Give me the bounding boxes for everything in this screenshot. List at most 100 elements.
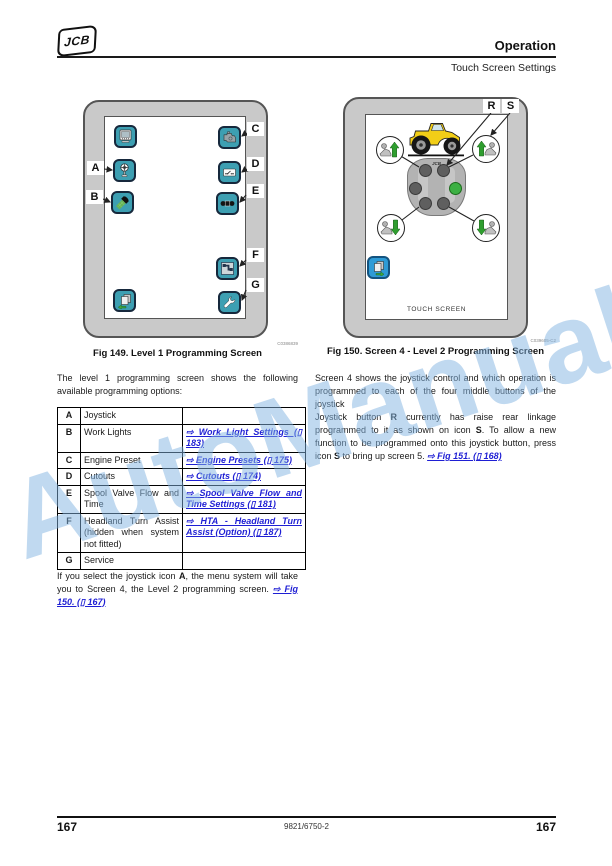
exit-pages-button[interactable] [113,289,136,312]
table-row: D Cutouts ⇨ Cutouts (▯ 174) [57,468,306,486]
pages-exit-icon [117,294,131,309]
linkage-lower-icon [476,219,497,236]
outro-paragraph: If you select the joystick icon A, the m… [57,570,298,609]
callout-label-e: E [247,184,264,198]
hta-icon [221,262,234,275]
outro-text: If you select the joystick icon [57,570,179,581]
option-key: C [57,451,81,469]
display-icon [119,129,132,143]
footer-divider [57,816,556,818]
function-raise-left [376,136,404,164]
engine-preset-button[interactable] [218,126,241,149]
publication-number: 9821/6750-2 [284,822,329,831]
options-table: A Joystick B Work Lights ⇨ Work Light Se… [57,407,306,570]
right-column: Screen 4 shows the joystick control and … [315,372,556,463]
option-link-cell: ⇨ HTA - Headland Turn Assist (Option) (▯… [182,512,306,553]
left-column: The level 1 programming screen shows the… [57,372,306,609]
icon-letter-a: A [178,570,186,581]
cross-reference-link[interactable]: ⇨ Fig 151. (▯ 168) [427,451,502,461]
joystick-button-bottom-right [436,196,450,210]
option-name: Cutouts [80,468,183,486]
option-key: D [57,468,81,486]
callout-leader-lines [102,130,249,302]
option-key: B [57,423,81,453]
jcb-logo: JCB [56,24,98,58]
spool-valve-icon [220,200,235,207]
cutouts-button[interactable] [218,161,241,184]
callout-label-a: A [87,161,104,175]
display-settings-button[interactable] [114,125,137,148]
joystick-grip-contour [418,167,428,203]
cross-reference-link[interactable]: ⇨ Work Light Settings (▯ 183) [186,426,302,449]
callout-label-c: C [247,122,264,136]
callout-leader-lines [398,112,511,222]
icon-letter-s: S [475,425,482,435]
option-name: Headland Turn Assist (hidden when system… [80,512,183,553]
table-row: G Service [57,552,306,570]
spool-valve-button[interactable] [216,192,239,215]
option-link-cell: ⇨ Work Light Settings (▯ 183) [182,423,306,453]
function-raise-right [472,135,500,163]
callout-label-b: B [86,190,103,204]
cross-reference-link[interactable]: ⇨ Cutouts (▯ 174) [186,471,261,481]
option-key: A [57,407,81,425]
fig-150-illustration: JCB [343,97,528,338]
callout-label-f: F [247,248,264,262]
option-link-cell: ⇨ Spool Valve Flow and Time Settings (▯ … [182,484,306,514]
joystick-button-mid-left [408,181,422,195]
section-title: Operation [494,38,556,53]
linkage-raise-icon [476,140,497,157]
headland-turn-assist-button[interactable] [216,257,239,280]
cross-reference-link[interactable]: ⇨ Engine Presets (▯ 175) [186,454,293,465]
cross-reference-link[interactable]: ⇨ Spool Valve Flow and Time Settings (▯ … [186,487,302,510]
body-text: to bring up screen 5. [340,451,428,461]
body-text: Joystick button [315,412,391,422]
outro-text: , the menu system will take you to Scree… [57,570,298,594]
option-link-cell: ⇨ Engine Presets (▯ 175) [182,451,306,469]
option-name: Engine Preset [80,451,183,469]
fig-150-caption: Fig 150. Screen 4 - Level 2 Programming … [326,346,544,357]
next-pages-button[interactable] [367,256,390,279]
joystick-icon [120,163,129,177]
callout-label-d: D [247,157,264,171]
option-name: Service [80,552,183,570]
cutout-icon [223,168,236,177]
option-link-cell [182,407,306,425]
joystick-button-bottom-left [418,196,432,210]
cross-reference-link[interactable]: ⇨ Fig 150. (▯ 167) [57,583,298,607]
header-divider [57,56,556,58]
cross-reference-link[interactable]: ⇨ HTA - Headland Turn Assist (Option) (▯… [186,515,302,538]
body-text: currently has raise rear linkage program… [315,412,556,435]
option-name: Spool Valve Flow and Time [80,484,183,514]
work-light-icon [116,196,129,210]
tractor-illustration [408,123,464,157]
service-icon [223,296,236,308]
screen4-paragraph: Screen 4 shows the joystick control and … [315,373,556,409]
table-row: E Spool Valve Flow and Time ⇨ Spool Valv… [57,484,306,514]
joystick-button-paragraph: Joystick button R currently has raise re… [315,411,556,463]
option-key: E [57,484,81,514]
icon-letter-s: S [334,451,341,461]
engine-icon [223,131,236,143]
option-name: Joystick [80,407,183,425]
work-lights-button[interactable] [111,191,134,214]
table-row: F Headland Turn Assist (hidden when syst… [57,512,306,553]
linkage-lower-icon [380,219,401,236]
joystick-button-mid-right-active [448,181,462,195]
button-letter-r: R [390,412,397,422]
option-key: G [57,552,81,570]
callout-label-s: S [502,99,519,113]
joystick-button-top-left [418,163,432,177]
fig-150-illustration-code: C039605-C2 [530,338,556,343]
option-key: F [57,512,81,553]
page-subtitle: Touch Screen Settings [450,62,556,74]
service-button[interactable] [218,291,241,314]
table-row: C Engine Preset ⇨ Engine Presets (▯ 175) [57,451,306,469]
fig-149-illustration: A B C D E F G [83,100,268,338]
body-text: . To allow a new function to be programm… [315,425,556,461]
function-lower-left [377,214,405,242]
pages-forward-icon [374,261,385,276]
touch-screen-display [104,116,246,319]
joystick-settings-button[interactable] [113,159,136,182]
callout-label-r: R [483,99,500,113]
